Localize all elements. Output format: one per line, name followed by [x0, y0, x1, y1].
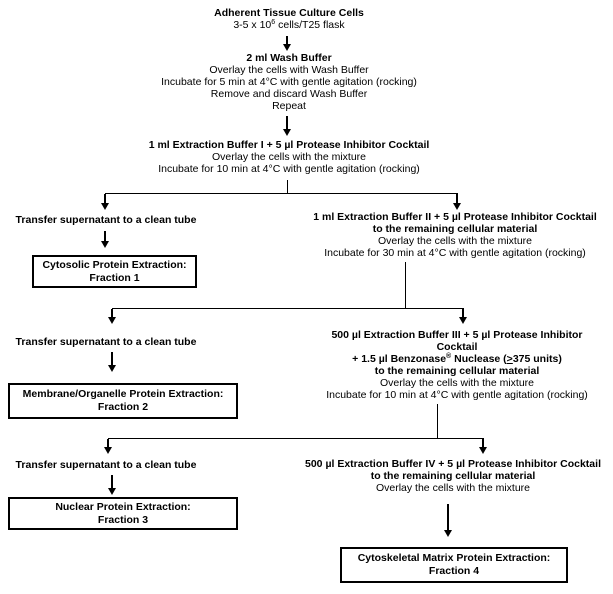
arrow-head-down-icon	[108, 317, 116, 324]
fraction-1-box: Cytosolic Protein Extraction: Fraction 1	[32, 255, 197, 288]
wash-step-4: Repeat	[272, 100, 306, 112]
arrow-stem	[111, 352, 113, 365]
fraction-4-label: Cytoskeletal Matrix Protein Extraction:	[357, 552, 551, 564]
arrow-stem	[456, 194, 458, 203]
quantity-text-tail: cells/T25 flask	[275, 19, 345, 31]
buffer3-title-4: to the remaining cellular material	[374, 365, 540, 377]
arrow-head-down-icon	[444, 530, 452, 537]
arrow-stem	[482, 439, 484, 447]
arrow-head-down-icon	[101, 203, 109, 210]
benzonase-text-tail: 375 units)	[512, 353, 562, 365]
arrow-stem	[447, 504, 449, 530]
benzonase-text-mid: Nuclease (	[451, 353, 507, 365]
buffer4-title-1: 500 µl Extraction Buffer IV + 5 µl Prote…	[305, 458, 601, 470]
buffer4-step-1: Overlay the cells with the mixture	[375, 482, 531, 494]
wash-step-2: Incubate for 5 min at 4°C with gentle ag…	[161, 76, 417, 88]
arrow-head-down-icon	[459, 317, 467, 324]
arrow-stem	[111, 475, 113, 488]
arrow-stem	[104, 194, 106, 203]
buffer3-title-1: 500 µl Extraction Buffer III + 5 µl Prot…	[331, 329, 583, 341]
buffer2-title-1: 1 ml Extraction Buffer II + 5 µl Proteas…	[313, 211, 597, 223]
fraction-3-label: Nuclear Protein Extraction:	[55, 500, 191, 513]
connector-buffer3-down	[437, 404, 438, 438]
step-extraction-buffer-3: 500 µl Extraction Buffer III + 5 µl Prot…	[326, 329, 588, 401]
fraction-2-box: Membrane/Organelle Protein Extraction: F…	[8, 383, 238, 419]
arrow-head-down-icon	[283, 129, 291, 136]
step-start-title: Adherent Tissue Culture Cells	[214, 7, 364, 19]
step-extraction-buffer-4: 500 µl Extraction Buffer IV + 5 µl Prote…	[305, 458, 601, 494]
fraction-2-number: Fraction 2	[97, 401, 149, 413]
arrow-stem	[462, 309, 464, 317]
fraction-3-number: Fraction 3	[97, 513, 149, 526]
junction-stub-line	[287, 180, 288, 193]
connector-buffer2-down	[405, 262, 406, 308]
fraction-1-label: Cytosolic Protein Extraction:	[42, 258, 187, 271]
arrow-stem	[107, 439, 109, 447]
buffer3-step-2: Incubate for 10 min at 4°C with gentle a…	[326, 389, 588, 401]
step-extraction-buffer-1: 1 ml Extraction Buffer I + 5 µl Protease…	[149, 139, 430, 175]
arrow-stem	[286, 116, 288, 129]
junction-horizontal-line	[105, 193, 458, 194]
wash-title: 2 ml Wash Buffer	[246, 52, 332, 64]
buffer2-step-1: Overlay the cells with the mixture	[377, 235, 533, 247]
wash-step-3: Remove and discard Wash Buffer	[210, 88, 368, 100]
fraction-2-label: Membrane/Organelle Protein Extraction:	[22, 388, 224, 400]
fraction-3-box: Nuclear Protein Extraction: Fraction 3	[8, 497, 238, 530]
arrow-head-down-icon	[101, 241, 109, 248]
buffer4-title-2: to the remaining cellular material	[370, 470, 536, 482]
arrow-stem	[104, 231, 106, 241]
step-extraction-buffer-2: 1 ml Extraction Buffer II + 5 µl Proteas…	[313, 211, 597, 259]
arrow-stem	[111, 309, 113, 317]
fraction-4-number: Fraction 4	[428, 565, 480, 577]
arrow-head-down-icon	[453, 203, 461, 210]
step-start-quantity: 3-5 x 106 cells/T25 flask	[214, 19, 364, 31]
arrow-head-down-icon	[108, 365, 116, 372]
buffer3-benzonase-line: + 1.5 µl Benzonase® Nuclease (>375 units…	[326, 353, 588, 365]
arrow-head-down-icon	[283, 44, 291, 51]
buffer3-title-2: Cocktail	[436, 341, 478, 353]
buffer1-title: 1 ml Extraction Buffer I + 5 µl Protease…	[148, 139, 430, 151]
buffer2-step-2: Incubate for 30 min at 4°C with gentle a…	[324, 247, 586, 259]
arrow-head-down-icon	[104, 447, 112, 454]
step-wash-buffer: 2 ml Wash Buffer Overlay the cells with …	[161, 52, 417, 112]
step-transfer-supernatant-1: Transfer supernatant to a clean tube	[15, 214, 197, 226]
benzonase-text: + 1.5 µl Benzonase	[352, 353, 447, 365]
buffer2-title-2: to the remaining cellular material	[372, 223, 538, 235]
exponent-superscript: 6	[271, 19, 276, 26]
quantity-text: 3-5 x 10	[233, 19, 272, 31]
arrow-head-down-icon	[108, 488, 116, 495]
greater-equal-sign: >	[506, 353, 513, 365]
step-transfer-supernatant-3: Transfer supernatant to a clean tube	[15, 459, 197, 471]
registered-trademark-superscript: ®	[446, 353, 452, 360]
step-transfer-supernatant-2: Transfer supernatant to a clean tube	[15, 336, 197, 348]
arrow-head-down-icon	[479, 447, 487, 454]
fraction-1-number: Fraction 1	[89, 271, 140, 284]
wash-step-1: Overlay the cells with Wash Buffer	[209, 64, 369, 76]
arrow-stem	[286, 36, 288, 44]
junction-horizontal-line	[112, 308, 464, 309]
step-start: Adherent Tissue Culture Cells 3-5 x 106 …	[214, 7, 364, 31]
buffer3-step-1: Overlay the cells with the mixture	[379, 377, 535, 389]
fraction-4-box: Cytoskeletal Matrix Protein Extraction: …	[340, 547, 568, 583]
buffer1-step-1: Overlay the cells with the mixture	[211, 151, 367, 163]
buffer1-step-2: Incubate for 10 min at 4°C with gentle a…	[158, 163, 420, 175]
junction-horizontal-line	[108, 438, 484, 439]
